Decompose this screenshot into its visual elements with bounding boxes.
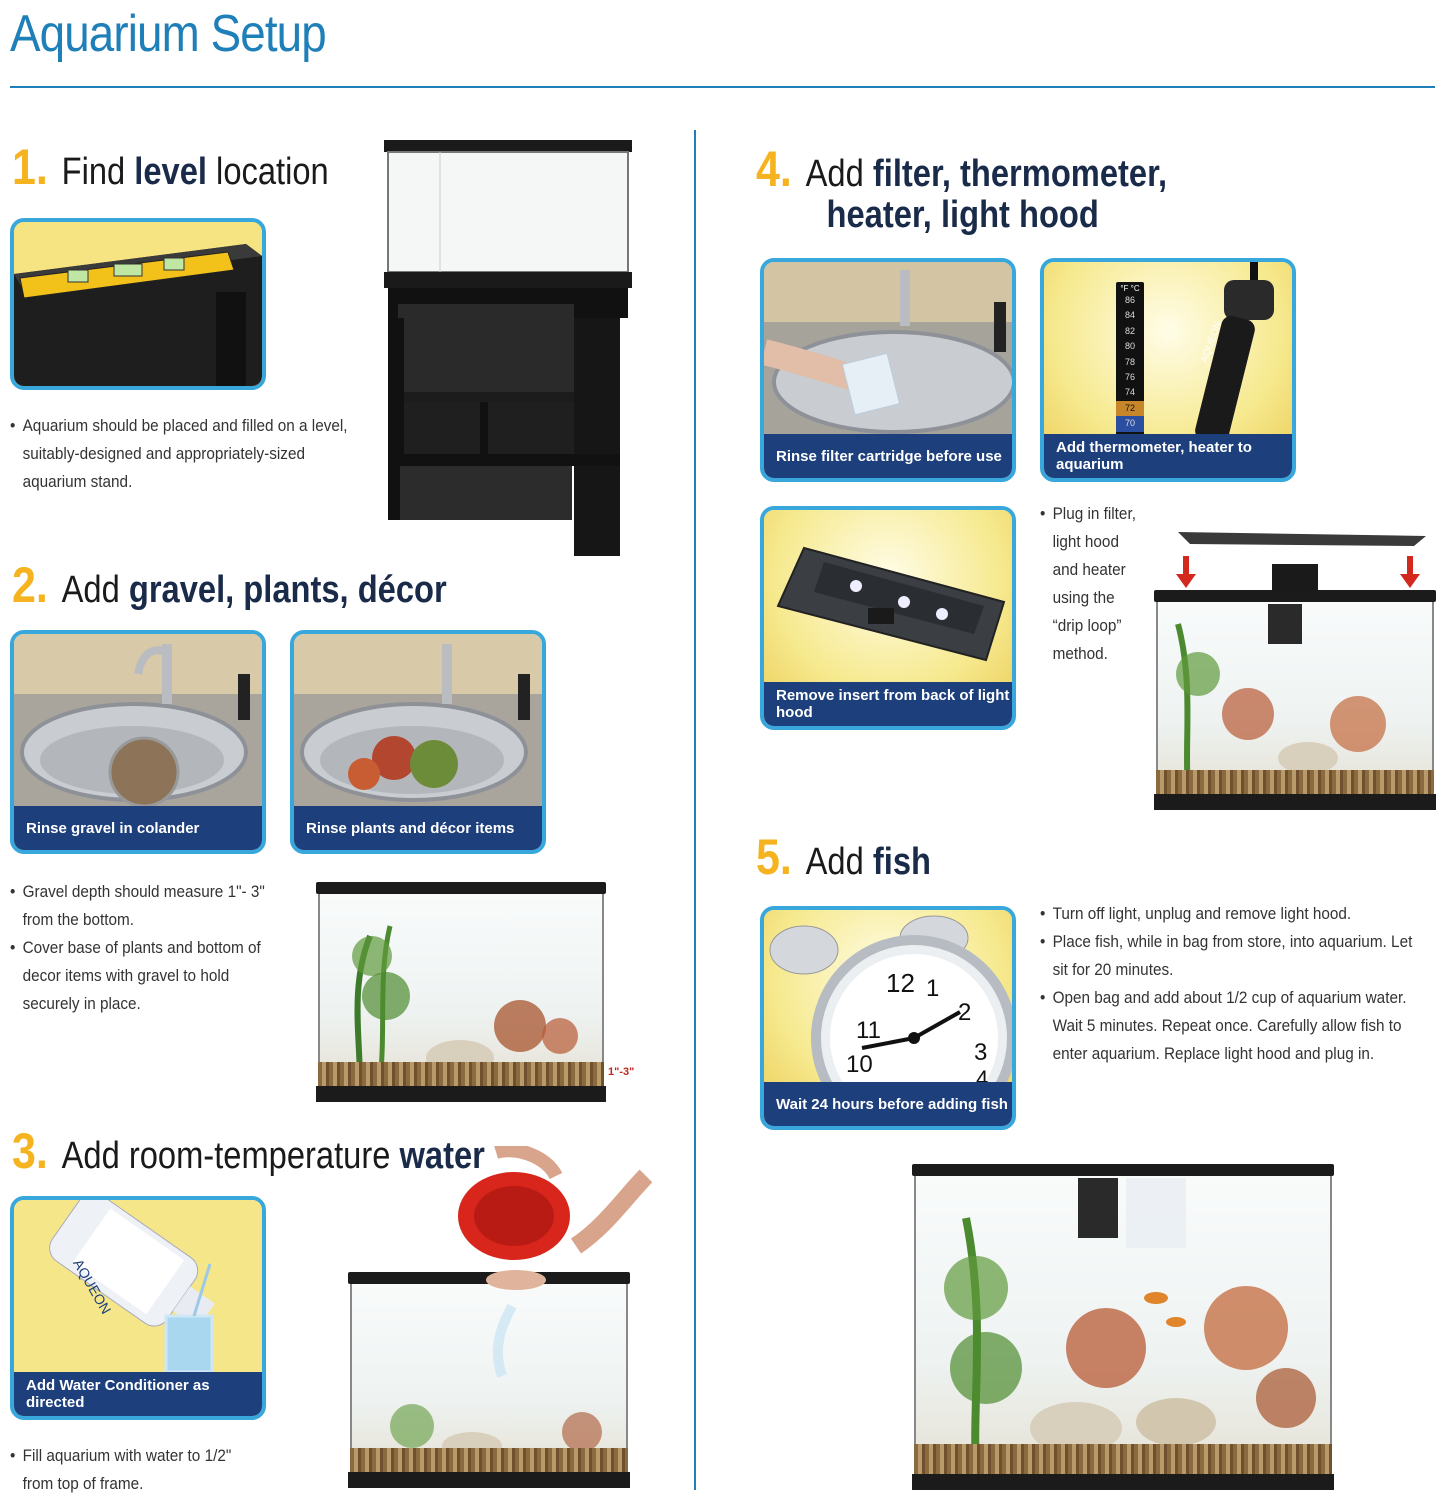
rinse-gravel-card: Rinse gravel in colander (10, 630, 266, 854)
caption: Rinse gravel in colander (14, 806, 262, 850)
step-3-heading: 3. Add room-temperature water (12, 1123, 485, 1179)
filter-setup-tank-illustration (1154, 590, 1436, 810)
bullet-item: Open bag and add about 1/2 cup of aquari… (1040, 984, 1418, 1068)
clock-number: 2 (958, 999, 971, 1026)
plants-illustration (390, 1303, 602, 1460)
clock-number: 10 (846, 1051, 873, 1078)
sink-colander-illustration (14, 634, 262, 806)
clock-number: 1 (926, 975, 939, 1002)
header-divider (10, 86, 1435, 88)
step-number: 1. (12, 139, 48, 195)
bullet-item: Aquarium should be placed and filled on … (10, 412, 361, 496)
caption: Rinse filter cartridge before use (764, 434, 1012, 478)
thermometer-header: °F °C (1120, 284, 1140, 293)
step-2-heading: 2. Add gravel, plants, décor (12, 557, 447, 613)
bullet-item: Gravel depth should measure 1"- 3" from … (10, 878, 271, 934)
bullet-item: Turn off light, unplug and remove light … (1040, 900, 1418, 928)
thermometer-strip: °F °C 86 84 82 80 78 76 74 72 70 (1116, 282, 1144, 438)
column-divider (694, 130, 696, 1490)
clock-number: 3 (974, 1039, 987, 1066)
step-1-heading: 1. Find level location (12, 139, 329, 195)
clock-number: 4 (976, 1066, 988, 1086)
bullet-item: Fill aquarium with water to 1/2" from to… (10, 1442, 244, 1498)
caption: Add thermometer, heater to aquarium (1044, 434, 1292, 478)
alarm-clock-illustration: 12 1 2 3 4 10 11 (769, 915, 1012, 1086)
clock-number: 11 (856, 1017, 881, 1044)
bullet-item: Place fish, while in bag from store, int… (1040, 928, 1418, 984)
step-2-bullets: Gravel depth should measure 1"- 3" from … (10, 878, 271, 1018)
rinse-plants-card: Rinse plants and décor items (290, 630, 546, 854)
wait-24-hours-card: 12 1 2 3 4 10 11 Wait 24 hours before ad… (760, 906, 1016, 1130)
filter-cartridge-sink-illustration (764, 262, 1012, 434)
caption: Remove insert from back of light hood (764, 682, 1012, 726)
level-on-stand-illustration (14, 222, 262, 386)
step-4-heading: 4. Add filter, thermometer, heater, ligh… (756, 141, 1168, 236)
plants-illustration (1175, 604, 1386, 790)
sink-plants-illustration (294, 634, 542, 806)
caption: Wait 24 hours before adding fish (764, 1082, 1012, 1126)
step-4-bullets: Plug in filter, light hood and heater us… (1040, 500, 1148, 668)
bucket-pouring-illustration (458, 1146, 652, 1290)
caption: Add Water Conditioner as directed (14, 1372, 262, 1416)
level-photo (10, 218, 266, 390)
step-5-bullets: Turn off light, unplug and remove light … (1040, 900, 1418, 1068)
plants-illustration (352, 925, 578, 1082)
bullet-item: Cover base of plants and bottom of decor… (10, 934, 271, 1018)
final-tank-with-fish-illustration (912, 1164, 1334, 1490)
clock-number: 12 (886, 968, 915, 998)
rinse-filter-card: Rinse filter cartridge before use (760, 258, 1016, 482)
step-5-heading: 5. Add fish (756, 829, 931, 885)
light-hood-insert-illustration (776, 546, 1006, 662)
lid-and-arrows-illustration (1176, 532, 1426, 590)
light-hood-card: Remove insert from back of light hood (760, 506, 1016, 730)
thermometer-heater-card: °F °C 86 84 82 80 78 76 74 72 70 AQUEON … (1040, 258, 1296, 482)
aquarium-stand-illustration (384, 140, 632, 556)
thermometer-scale: 86 84 82 80 78 76 74 72 70 (1116, 293, 1144, 432)
step-number: 4. (756, 141, 792, 197)
bottle-pouring-illustration: AQUEON (14, 1200, 262, 1372)
step-number: 2. (12, 557, 48, 613)
water-conditioner-card: AQUEON Add Water Conditioner as directed (10, 1196, 266, 1420)
heater-illustration: AQUEON (1195, 262, 1274, 442)
bullet-item: Plug in filter, light hood and heater us… (1040, 500, 1148, 668)
step-1-bullets: Aquarium should be placed and filled on … (10, 412, 361, 496)
caption: Rinse plants and décor items (294, 806, 542, 850)
step-number: 3. (12, 1123, 48, 1179)
step-3-bullets: Fill aquarium with water to 1/2" from to… (10, 1442, 244, 1498)
plants-illustration (944, 1178, 1316, 1470)
step-number: 5. (756, 829, 792, 885)
depth-marker: 1"-3" (608, 1066, 635, 1078)
planted-tank-illustration (316, 882, 606, 1102)
page-title: Aquarium Setup (10, 5, 327, 63)
filling-tank-illustration (348, 1272, 630, 1488)
